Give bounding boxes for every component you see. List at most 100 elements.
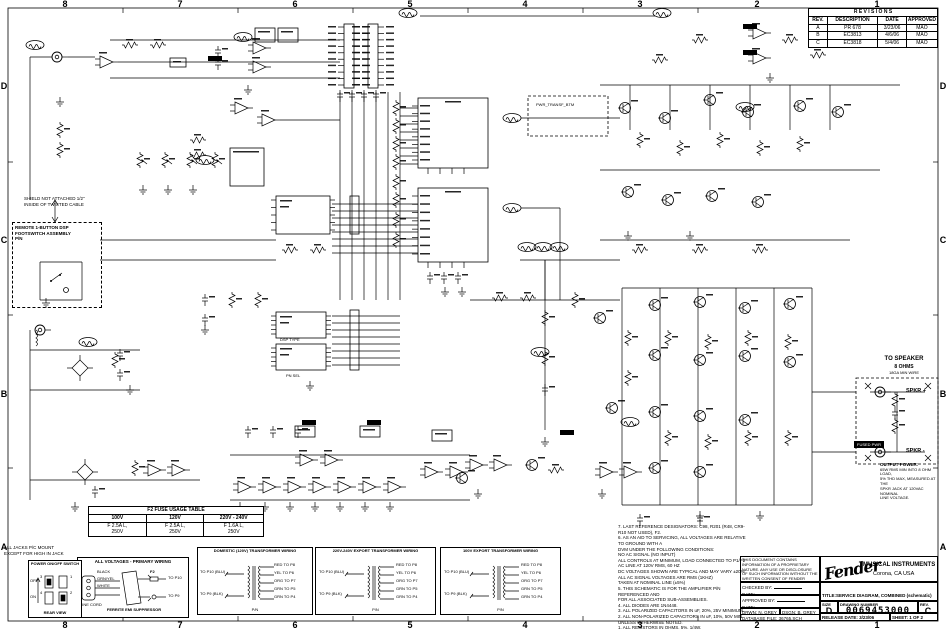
pin-to-p7: ORG TO P7 [396,578,418,583]
jack-note: ALL JACKS P/C MOUNT EXCEPT FOR HIGH IN J… [4,545,64,556]
speaker-wire-note: 18GA MIN WIRE [888,370,919,375]
zone-right-a: A [939,542,946,552]
power-amp-section [470,260,813,526]
pin-to-p5: GRN TO P5 [521,586,543,591]
zone-top-4: 4 [522,0,528,9]
title-block: THIS DOCUMENT CONTAINS INFORMATION OF A … [740,555,938,621]
power-switch-box: POWER ON/OFF SWITCH OFF ON 1 3 4 2 REAR … [28,560,82,618]
pin-to-p4: GRN TO P4 [396,594,418,599]
footswitch-box: REMOTE 1-BUTTON DSP FOOTSWITCH ASSEMBLY … [12,222,102,308]
pin-to-p6: YEL TO P6 [521,570,541,575]
revision-row: C EC3818 5/4/06 MAO [808,39,939,48]
sheet-number: SHEET: 1 OF 2 [890,613,938,621]
zone-bot-2: 2 [754,620,760,629]
zone-left-a: A [0,542,8,552]
switch-on-label: ON [30,594,36,599]
primary-fuse-label: F2 [150,569,155,574]
pin-to-p5: GRN TO P5 [396,586,418,591]
note-5: 5. THIS SCHEMATIC IS FOR THE AMPLIFIER P… [618,585,721,603]
revisions-header-date: DATE [877,15,907,25]
rev-c-approved: MAO [905,39,939,48]
revisions-header-rev: REV. [808,15,828,25]
zone-bot-8: 8 [62,620,68,629]
fuse-value-220v: F 1.6A L, 250V [203,521,264,537]
switch-pin4: 4 [40,590,43,595]
rev-field: REV. C [918,601,938,615]
rev-a-approved: MAO [905,23,939,33]
footswitch-cable-note: SHIELD NOT ATTACHED 1/2" INSIDE OF TWIST… [24,196,85,207]
line-cord-label: LINE CORD [80,602,102,607]
pin-to-p7: ORG TO P7 [274,578,296,583]
rev-a-date: 3/23/06 [877,23,907,33]
transformer-box-title: 100V EXPORT TRANSFORMER WIRING [462,548,539,553]
dsp-section [201,8,672,391]
drawing-number-value: 0069453000 [845,605,911,616]
output-section [812,377,939,465]
wire-black-label: BLACK [97,569,111,574]
pin-to-p8: RED TO P8 [521,562,542,567]
transformer-box-title: DOMESTIC (120V) TRANSFORMER WIRING [213,548,297,553]
effects-section [230,420,642,512]
pin-to-p9: TO P9 (BLK) [444,591,467,596]
zone-left-b: B [0,389,8,399]
pin-to-p6: YEL TO P6 [396,570,416,575]
size-field: SIZE D [820,601,838,616]
approved-date-label: DATE: [742,605,755,610]
brand-panel: Fender MUSICAL INSTRUMENTS Corona, CA US… [820,555,938,584]
drawing-number-label: DRAWING NUMBER [840,602,878,607]
transformer-symbol [469,565,519,600]
fender-logo: Fender [822,555,882,584]
pin-to-p4: GRN TO P4 [274,594,296,599]
transformer-symbol [344,565,394,600]
fuse-header-100v: 100V [88,513,147,523]
size-label: SIZE [822,602,831,607]
rear-view-caption: REAR VIEW [43,610,67,615]
checked-by-line [773,584,802,589]
brand-name: MUSICAL INSTRUMENTS [863,562,936,568]
checked-date-label: DATE: [742,592,755,597]
zone-right-d: D [939,81,946,91]
transformer-part-number: P/N [497,607,504,612]
transformer-part-number: P/N [372,607,379,612]
rev-b-approved: MAO [905,31,939,40]
title-panel: TITLE:SERVICE DIAGRAM, COMBINED (schemat… [820,582,938,613]
pin-to-p6: YEL TO P6 [274,570,294,575]
footswitch-label: REMOTE 1-BUTTON DSP FOOTSWITCH ASSEMBLY … [15,225,71,242]
pin-to-p9: TO P9 (BLK) [200,591,223,596]
zone-top-6: 6 [292,0,298,9]
size-value: D [825,605,833,616]
zone-bot-7: 7 [177,620,183,629]
pin-to-p4: GRN TO P4 [521,594,543,599]
transformer-part-number: P/N [251,607,259,612]
zone-top-1: 1 [874,0,880,9]
power-supply-section [29,324,200,512]
switch-pin2: 2 [70,590,73,595]
dsp-type-label: DSP TYPE [280,337,300,342]
revision-row: A PR 678 3/23/06 MAO [808,23,939,33]
transformer-box-domestic: DOMESTIC (120V) TRANSFORMER WIRING TO P1… [197,547,313,615]
note-2: 2. ALL NON-POLARIZED CAPACITORS IN uF, 1… [618,614,744,625]
speaker-ohms-label: 8 OHMS [894,364,914,370]
wire-grnyel-label: GRN/YEL [97,576,115,581]
checked-by-label: CHECKED BY: [742,585,773,590]
zone-bot-5: 5 [407,620,413,629]
rev-b-desc: EC3813 [826,31,879,40]
zone-left-d: D [0,81,8,91]
preamp-section [25,27,340,261]
pin-to-p10: TO P10 (BLU) [319,569,345,574]
database-file: DATABASE FILE: 36765.SCH [740,614,820,621]
transformer-box-export-220: 220V-240V EXPORT TRANSFORMER WIRING TO P… [315,547,436,615]
note-4: 4. ALL DIODES ARE 1N4448. [618,602,678,608]
primary-to-p9: TO P9 [168,593,180,598]
pin-to-p8: RED TO P8 [274,562,295,567]
rev-c-date: 5/4/06 [877,39,907,48]
zone-top-3: 3 [637,0,643,9]
fuse-table-title: F2 FUSE USAGE TABLE [88,506,264,515]
rev-c-desc: EC3818 [826,39,879,48]
switch-pin1: 1 [70,574,73,579]
notes-block: 7. LAST REFERENCE DESIGNATORS: C98, R201… [618,524,750,629]
pin-to-p5: GRN TO P5 [274,586,296,591]
switch-off-label: OFF [30,578,38,583]
power-transformer-section [600,23,900,254]
